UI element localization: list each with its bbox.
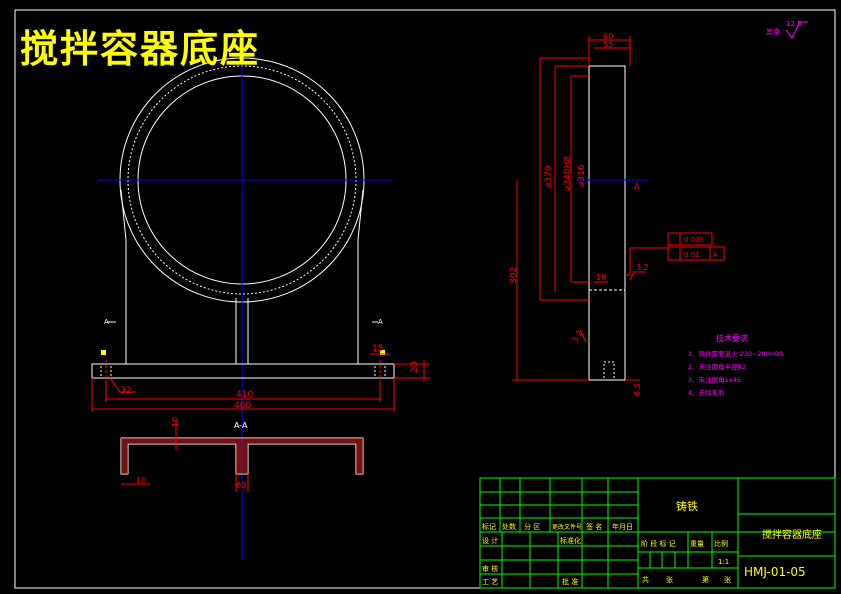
- weight-label: 重量: [690, 540, 704, 548]
- dim-dia-outer: ⌀370: [544, 165, 554, 188]
- tech-requirements: 技术要求 1、铸件需要退火 230~280HBS 2、未注圆角半径R2 3、未注…: [688, 333, 783, 397]
- dim-dia-inner: ⌀316: [577, 164, 587, 187]
- dim-flange-height: 20: [410, 361, 420, 373]
- drawing-title: 搅拌容器底座: [20, 27, 261, 71]
- dim-thickness: 60: [603, 32, 613, 41]
- header-5: 签 名: [586, 522, 602, 531]
- dim-460: 460: [234, 401, 251, 411]
- stage-label: 阶 段 标 记: [641, 539, 676, 548]
- rough-2: 3.2: [570, 329, 584, 345]
- tolerance-frames: 0.005 0.01 A: [667, 232, 725, 261]
- sheet-unit-1: 张: [666, 575, 673, 584]
- tech-item-4: 4、去除毛刺: [688, 388, 725, 397]
- drawing-border: [14, 9, 836, 589]
- review-label: 审 核: [482, 564, 498, 573]
- dim-center: 60: [236, 481, 246, 490]
- approve-label: 批 准: [562, 577, 578, 586]
- header-3: 分 区: [524, 522, 540, 531]
- scale-label: 比例: [714, 539, 728, 548]
- left-support: [120, 189, 237, 365]
- roughness-symbol: 其余 12.5: [766, 20, 808, 39]
- title-block-text: 铸铁 搅拌容器底座 HMJ-01-05 标记 处数 分 区 更改文件号 签 名 …: [482, 499, 822, 586]
- tol-row2-datum: A: [713, 251, 718, 259]
- tol-row1-value: 0.005: [684, 236, 704, 244]
- section-label: A-A: [234, 421, 248, 430]
- tech-item-2: 2、未注圆角半径R2: [688, 362, 746, 371]
- tech-item-3: 3、未注倒角1x45: [688, 375, 741, 384]
- sheet-unit-2: 张: [724, 575, 731, 584]
- standard-label: 标准化: [560, 536, 581, 545]
- dim-hole: 32: [120, 386, 131, 396]
- dim-bottom: 6.3: [633, 383, 642, 396]
- dim-410: 410: [236, 390, 253, 400]
- dim-notch: 16: [596, 273, 606, 282]
- dim-thickness-inner: 55: [603, 40, 613, 49]
- tol-row2-value: 0.01: [684, 251, 700, 259]
- rough-1: 3.2: [636, 263, 649, 272]
- scale-value: 1:1: [718, 558, 729, 566]
- dim-foot-width: 15: [372, 344, 383, 354]
- part-name: 搅拌容器底座: [762, 528, 822, 541]
- sheet-num: 第: [702, 575, 709, 584]
- dim-dia-mid: ⌀340H8: [563, 156, 573, 191]
- sheet-total: 共: [642, 575, 649, 584]
- dim-height: 302: [509, 267, 519, 284]
- dim-left-offset: 10: [136, 476, 146, 485]
- roughness-value: 12.5: [786, 20, 802, 28]
- side-body: [588, 65, 626, 381]
- base-flange: [91, 363, 395, 379]
- section-view: A-A 10 10 60: [120, 417, 364, 492]
- roughness-note: 其余: [766, 27, 780, 36]
- design-label: 设 计: [482, 536, 498, 545]
- title-block: [479, 477, 836, 589]
- process-label: 工 艺: [482, 578, 498, 586]
- section-mark-right: A: [378, 318, 383, 326]
- tech-item-1: 1、铸件需要退火 230~280HBS: [688, 349, 783, 358]
- datum-mark: A: [634, 182, 640, 191]
- section-mark-left: A: [104, 318, 109, 326]
- tech-heading: 技术要求: [716, 333, 748, 343]
- right-support: [247, 189, 364, 365]
- header-2: 处数: [502, 522, 516, 531]
- header-4: 更改文件号: [552, 523, 582, 531]
- dim-web-thickness: 10: [171, 417, 180, 427]
- header-1: 标记: [482, 522, 496, 531]
- material: 铸铁: [676, 499, 698, 513]
- drawing-no: HMJ-01-05: [744, 565, 806, 579]
- side-view: 60 55 ⌀370 ⌀340H8 ⌀316 302 6.3 16 3.2 3.…: [509, 32, 668, 396]
- header-6: 年月日: [612, 522, 633, 531]
